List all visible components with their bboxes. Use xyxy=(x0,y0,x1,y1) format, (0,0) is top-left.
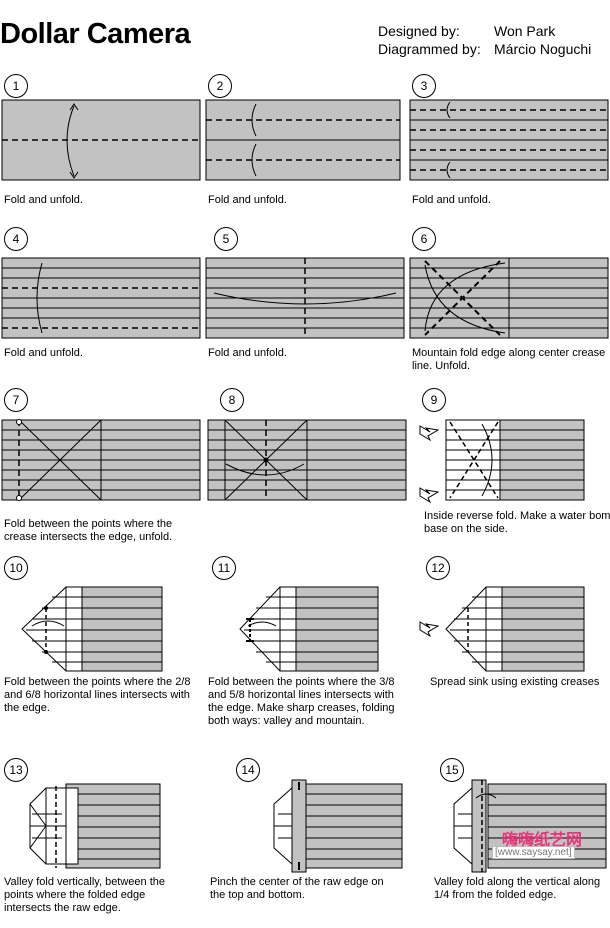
step-8: 8 xyxy=(207,388,408,558)
step-number: 12 xyxy=(426,556,450,580)
step-11: 11 Fold between the points where the 3/8… xyxy=(206,556,406,727)
diagrammer-label: Diagrammed by: xyxy=(378,41,481,57)
step-caption: Pinch the center of the raw edge on the … xyxy=(210,876,384,901)
step-caption: Fold and unfold. xyxy=(412,194,491,206)
step-2: 2 Fold and unfold. xyxy=(205,74,406,244)
step-caption: Spread sink using existing creases xyxy=(430,676,600,688)
step-8-diagram xyxy=(207,419,407,501)
step-caption: Valley fold along the vertical along 1/4… xyxy=(434,876,601,901)
step-7-diagram xyxy=(1,419,201,501)
step-7: 7 Fold between the points where the crea… xyxy=(1,388,202,558)
page-title: Dollar Camera xyxy=(0,18,191,50)
step-11-diagram xyxy=(239,586,379,672)
step-number: 11 xyxy=(212,556,236,580)
step-10-diagram xyxy=(21,586,163,672)
step-10: 10 Fold between the points where the 2/8… xyxy=(2,556,202,726)
step-5: 5 Fold and unfold. xyxy=(205,227,406,397)
step-12-diagram xyxy=(419,586,585,672)
step-13: 13 Valley fold vertically, between the p… xyxy=(2,758,202,928)
step-2-diagram xyxy=(205,99,401,181)
step-number: 5 xyxy=(214,227,238,251)
step-number: 6 xyxy=(412,227,436,251)
diagrammer-name: Márcio Noguchi xyxy=(494,41,592,57)
step-6-diagram xyxy=(409,257,609,339)
step-caption: Fold between the points where the 2/8 an… xyxy=(4,676,191,714)
step-6: 6 Mountain fold edge along center crease… xyxy=(409,227,610,397)
step-number: 13 xyxy=(4,758,28,782)
step-3-diagram xyxy=(409,99,609,181)
step-caption: Valley fold vertically, between the poin… xyxy=(4,876,166,914)
step-number: 15 xyxy=(440,758,464,782)
step-14-diagram xyxy=(273,779,403,873)
step-13-diagram xyxy=(29,783,161,869)
step-caption: Fold between the points where the crease… xyxy=(4,518,173,543)
step-12: 12 Spread sink using existing creases xyxy=(410,556,610,726)
designer-name: Won Park xyxy=(494,23,556,39)
step-5-diagram xyxy=(205,257,405,339)
step-caption: Fold between the points where the 3/8 an… xyxy=(208,676,395,727)
step-number: 10 xyxy=(4,556,28,580)
step-number: 8 xyxy=(220,388,244,412)
watermark: 嗨嗨纸艺网 [www.saysay.net] xyxy=(492,824,608,864)
step-caption: Fold and unfold. xyxy=(4,194,83,206)
step-caption: Fold and unfold. xyxy=(4,347,83,359)
step-caption: Mountain fold edge along center crease l… xyxy=(412,347,606,372)
step-caption: Inside reverse fold. Make a water bomb b… xyxy=(424,510,610,535)
step-number: 7 xyxy=(4,388,28,412)
step-3: 3 Fold and unfold. xyxy=(409,74,610,244)
credits: Designed by: Won Park Diagrammed by: Márci… xyxy=(378,22,591,58)
step-4: 4 Fold and unfold. xyxy=(1,227,202,397)
step-number: 9 xyxy=(422,388,446,412)
step-9-diagram xyxy=(419,419,585,504)
step-1: 1 Fold and unfold. xyxy=(1,74,202,244)
step-number: 14 xyxy=(236,758,260,782)
step-caption: Fold and unfold. xyxy=(208,347,287,359)
step-number: 4 xyxy=(4,227,28,251)
step-4-diagram xyxy=(1,257,201,339)
designer-label: Designed by: xyxy=(378,23,460,39)
watermark-brand: 嗨嗨纸艺网 xyxy=(502,832,583,849)
step-1-diagram xyxy=(1,99,201,181)
step-number: 1 xyxy=(4,74,28,98)
step-number: 2 xyxy=(208,74,232,98)
step-number: 3 xyxy=(412,74,436,98)
step-caption: Fold and unfold. xyxy=(208,194,287,206)
step-9: 9 Inside reverse fold. Make a water bomb… xyxy=(410,388,610,558)
watermark-url: [www.saysay.net] xyxy=(492,846,575,859)
step-14: 14 Pinch the center of the raw edge on t… xyxy=(208,758,408,928)
